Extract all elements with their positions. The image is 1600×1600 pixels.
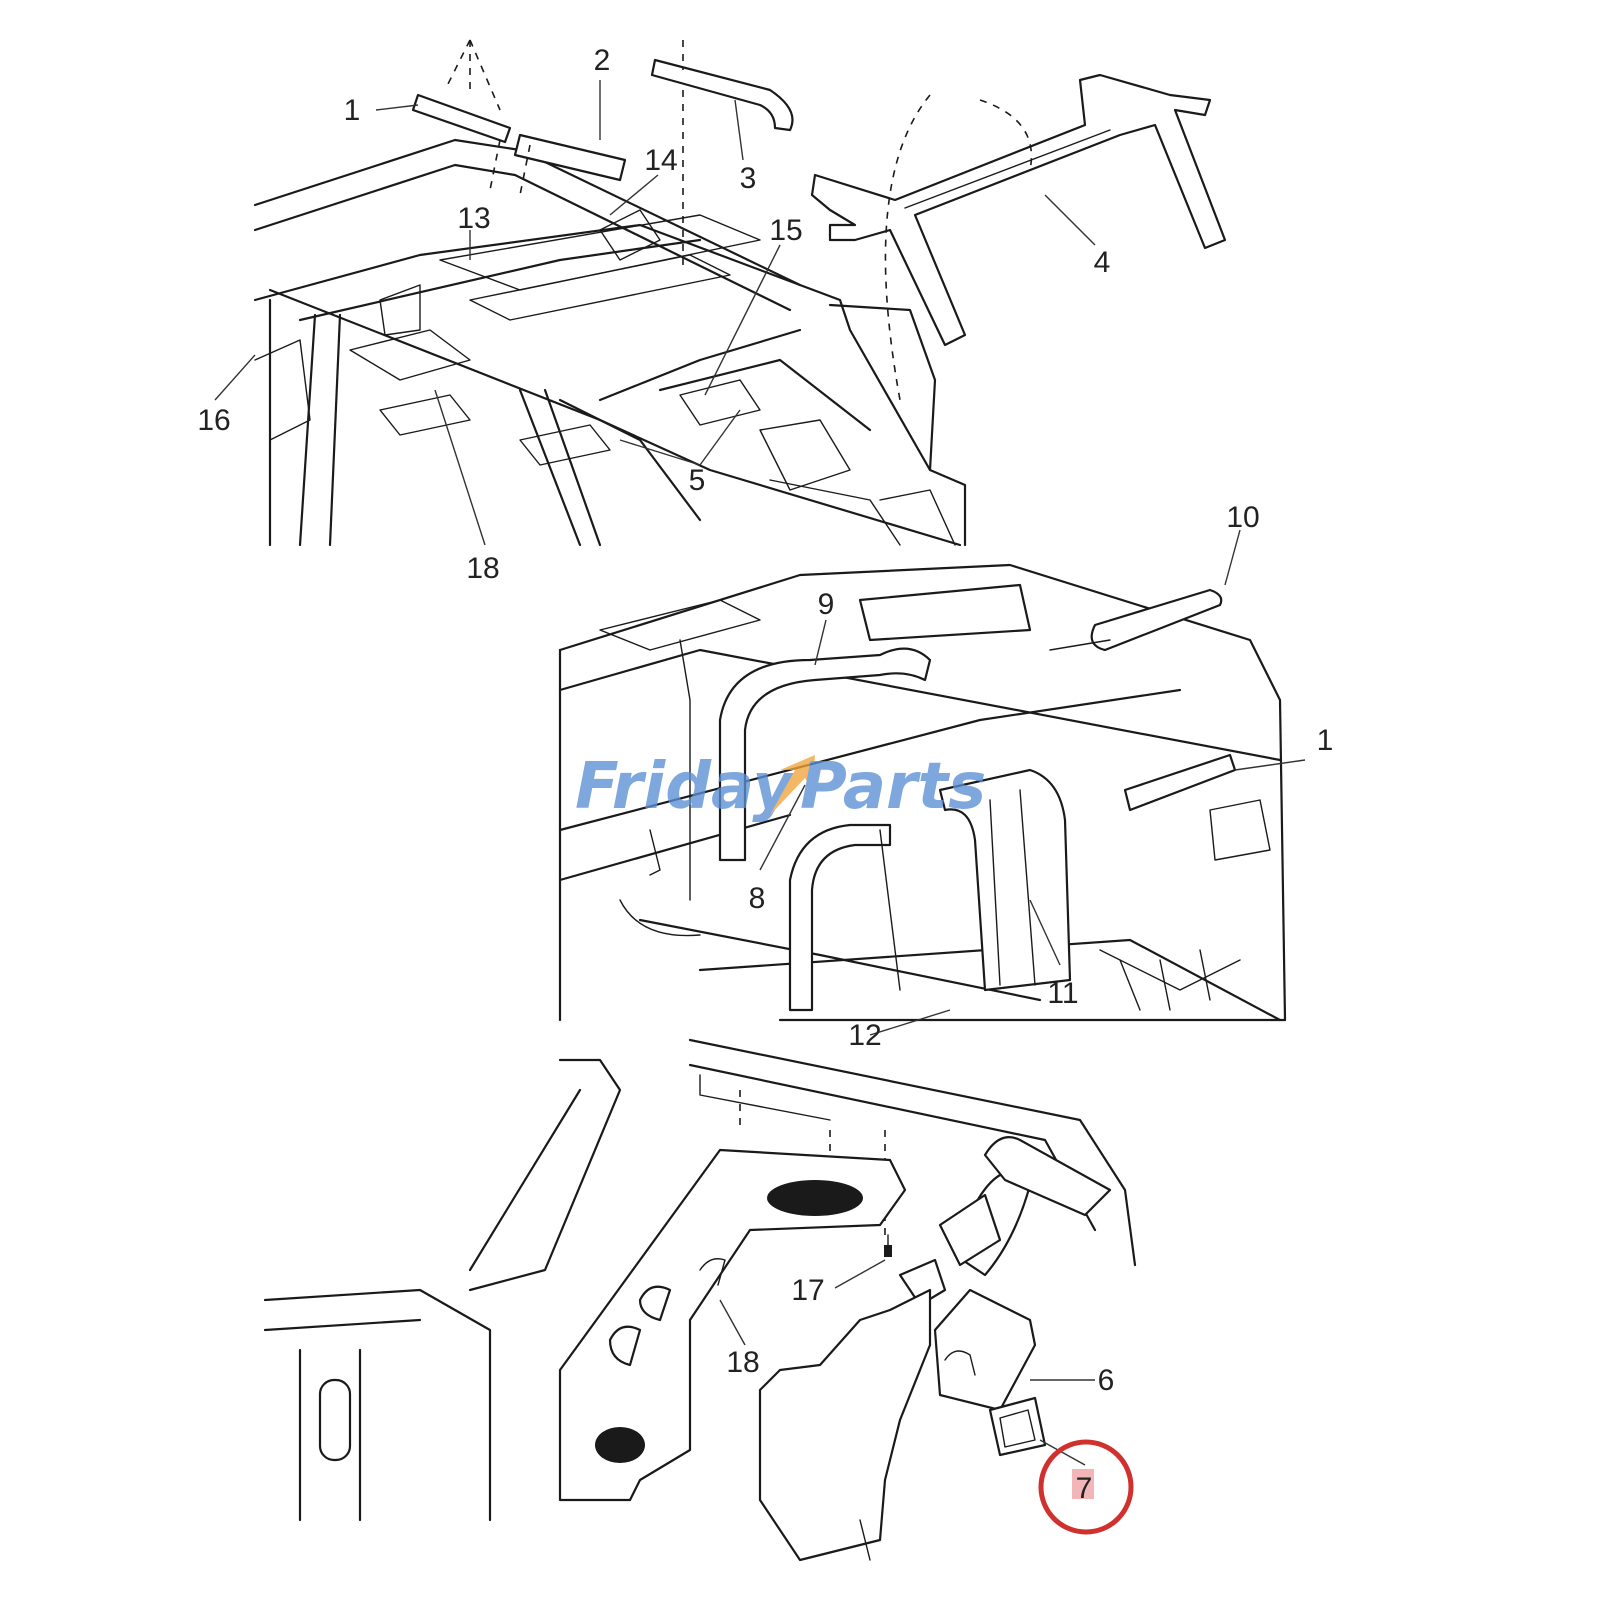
callout-14: 14 xyxy=(644,144,677,177)
top-assembly-drawing xyxy=(253,39,1227,547)
callout-8: 8 xyxy=(749,882,766,915)
highlight-marker xyxy=(1038,1439,1134,1535)
callout-3: 3 xyxy=(740,162,757,195)
bottom-assembly-drawing xyxy=(263,1038,1137,1562)
callout-13: 13 xyxy=(457,202,490,235)
leader-lines xyxy=(214,80,1306,1466)
callout-12: 12 xyxy=(848,1019,881,1052)
callout-18-top: 18 xyxy=(466,552,499,585)
callout-16: 16 xyxy=(197,404,230,437)
callout-6: 6 xyxy=(1098,1364,1115,1397)
callout-5: 5 xyxy=(689,464,706,497)
callout-2: 2 xyxy=(594,44,611,77)
callout-1-middle: 1 xyxy=(1317,724,1334,757)
callout-10: 10 xyxy=(1226,501,1259,534)
callout-7: 7 xyxy=(1076,1472,1093,1505)
sport-bar-part-4 xyxy=(810,73,1227,401)
watermark-accent-mark xyxy=(770,755,815,815)
highlight-circle xyxy=(1038,1439,1134,1535)
watermark-logo: Friday Parts xyxy=(575,750,986,824)
highlight-fill xyxy=(1072,1469,1094,1499)
middle-assembly-drawing xyxy=(558,563,1287,1022)
callout-labels: 1 2 3 4 5 13 14 15 16 18 10 9 1 8 11 12 … xyxy=(197,44,1333,1505)
callout-11: 11 xyxy=(1047,977,1078,1010)
callout-4: 4 xyxy=(1094,246,1111,279)
callout-9: 9 xyxy=(818,588,835,621)
watermark-text-friday: Friday xyxy=(575,750,796,824)
callout-1-top: 1 xyxy=(344,94,361,127)
callout-17: 17 xyxy=(791,1274,824,1307)
watermark-text-parts: Parts xyxy=(800,750,986,824)
callout-18-bottom: 18 xyxy=(726,1346,759,1379)
callout-15: 15 xyxy=(769,214,802,247)
